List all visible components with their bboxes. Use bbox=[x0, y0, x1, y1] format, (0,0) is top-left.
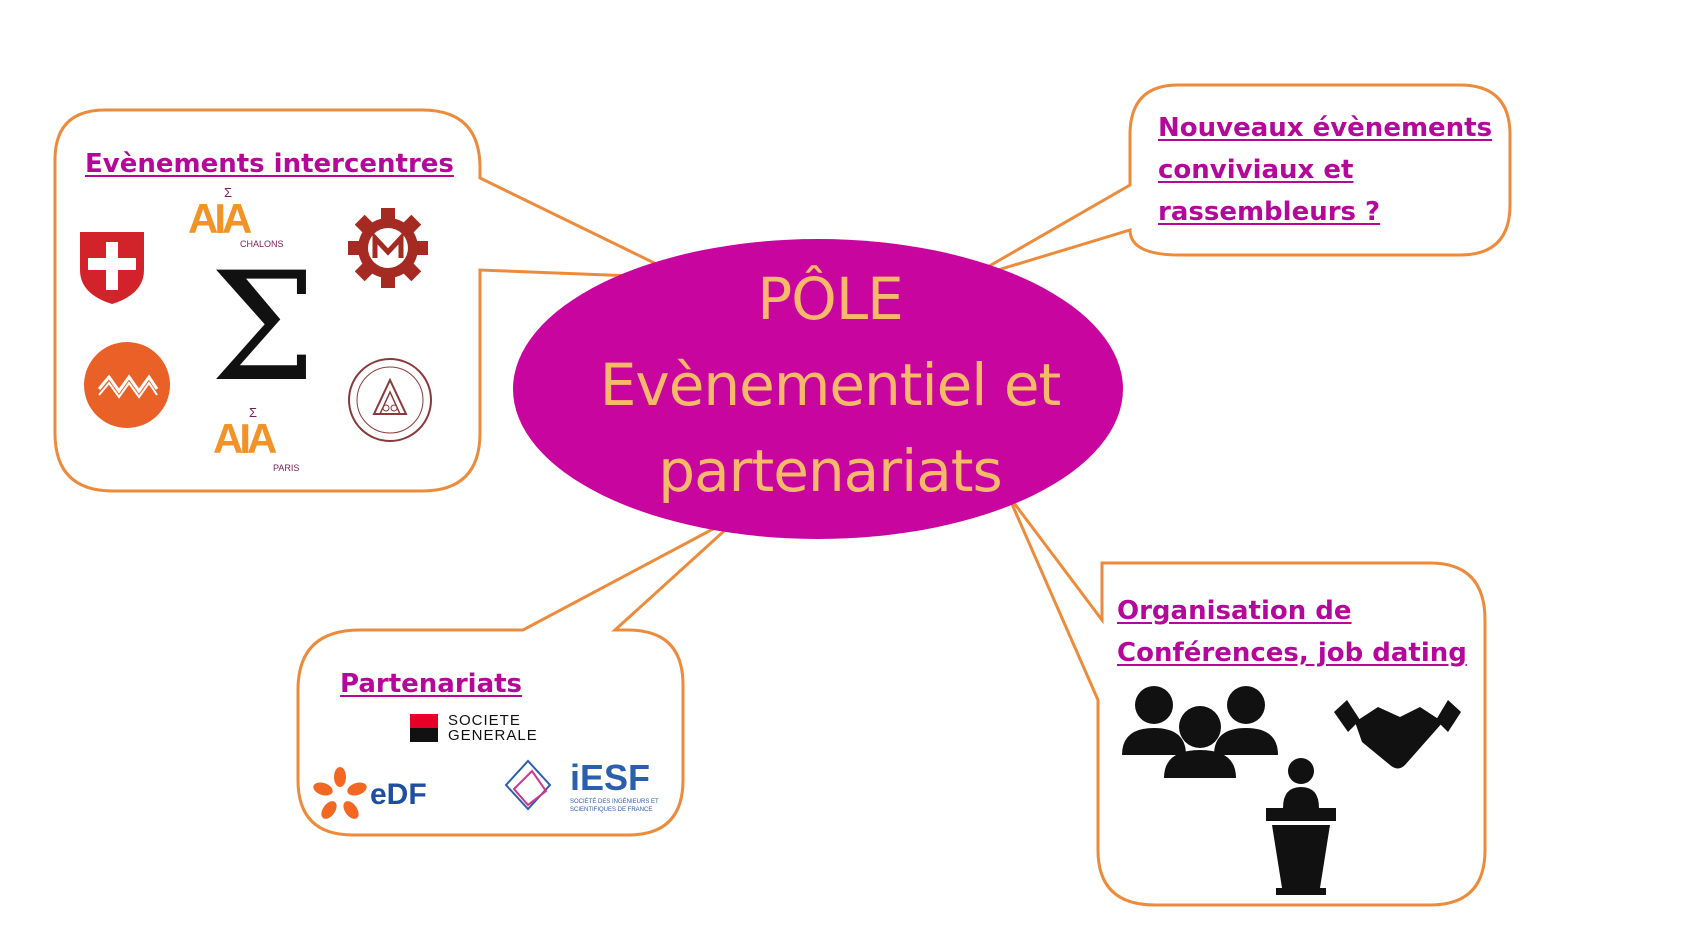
socgen-line-1: SOCIETE bbox=[448, 712, 521, 729]
callout-nouveaux bbox=[964, 83, 1512, 282]
aia-chalons-letters: AIA bbox=[188, 195, 252, 242]
socgen-line-2: GENERALE bbox=[448, 727, 538, 744]
socgen-square-icon bbox=[410, 714, 438, 742]
iesf-mark-icon bbox=[504, 759, 552, 811]
aia-chalons-sigma: Σ bbox=[224, 185, 233, 200]
people-group-icon bbox=[1122, 686, 1278, 778]
am-gear-logo-icon bbox=[348, 208, 428, 288]
aia-paris-letters: AIA bbox=[213, 415, 277, 462]
center-title-line-1: PÔLE bbox=[757, 265, 904, 333]
partenariats-heading: Partenariats bbox=[340, 669, 523, 699]
sigma-logo: Σ bbox=[210, 241, 317, 415]
orange-circle-logo-icon bbox=[84, 342, 170, 428]
iesf-logo: iESF SOCIÉTÉ DES INGÉNIEURS ET SCIENTIFI… bbox=[570, 758, 659, 814]
callout-partenariats bbox=[296, 510, 747, 837]
apprentis-seal-icon bbox=[348, 358, 432, 442]
nouveaux-line-2: conviviaux et bbox=[1158, 155, 1354, 185]
iesf-sub-2: SCIENTIFIQUES DE FRANCE bbox=[570, 807, 653, 813]
callout-intercentres bbox=[53, 108, 686, 493]
aia-paris-logo: Σ AIA PARIS bbox=[213, 405, 303, 480]
intercentres-heading: Evènements intercentres bbox=[85, 149, 454, 179]
edf-logo: eDF bbox=[370, 778, 427, 811]
conferences-heading: Organisation de Conférences, job dating bbox=[1117, 590, 1467, 674]
iesf-name: iESF bbox=[570, 757, 651, 798]
nouveaux-heading: Nouveaux évènements conviviaux et rassem… bbox=[1158, 107, 1492, 233]
aia-chalons-city: CHALONS bbox=[240, 239, 284, 249]
center-title-line-2: Evènementiel et bbox=[599, 351, 1062, 419]
nouveaux-line-1: Nouveaux évènements bbox=[1158, 113, 1493, 143]
aia-chalons-logo: Σ AIA CHALONS bbox=[188, 185, 284, 255]
edf-flower-icon bbox=[313, 767, 367, 819]
savoie-shield-icon bbox=[80, 232, 144, 304]
aia-paris-city: PARIS bbox=[273, 463, 300, 473]
center-title: PÔLE Evènementiel et partenariats bbox=[510, 250, 1150, 520]
center-ellipse bbox=[513, 239, 1123, 539]
nouveaux-line-3: rassembleurs ? bbox=[1158, 197, 1381, 227]
handshake-icon bbox=[1334, 700, 1461, 769]
socgen-logo: SOCIETE GENERALE bbox=[448, 713, 538, 743]
center-title-line-3: partenariats bbox=[658, 437, 1002, 505]
conferences-line-1: Organisation de bbox=[1117, 596, 1352, 626]
aia-paris-sigma: Σ bbox=[249, 405, 258, 420]
conferences-line-2: Conférences, job dating bbox=[1117, 638, 1467, 668]
speaker-podium-icon bbox=[1266, 758, 1336, 895]
iesf-sub-1: SOCIÉTÉ DES INGÉNIEURS ET bbox=[570, 799, 659, 805]
